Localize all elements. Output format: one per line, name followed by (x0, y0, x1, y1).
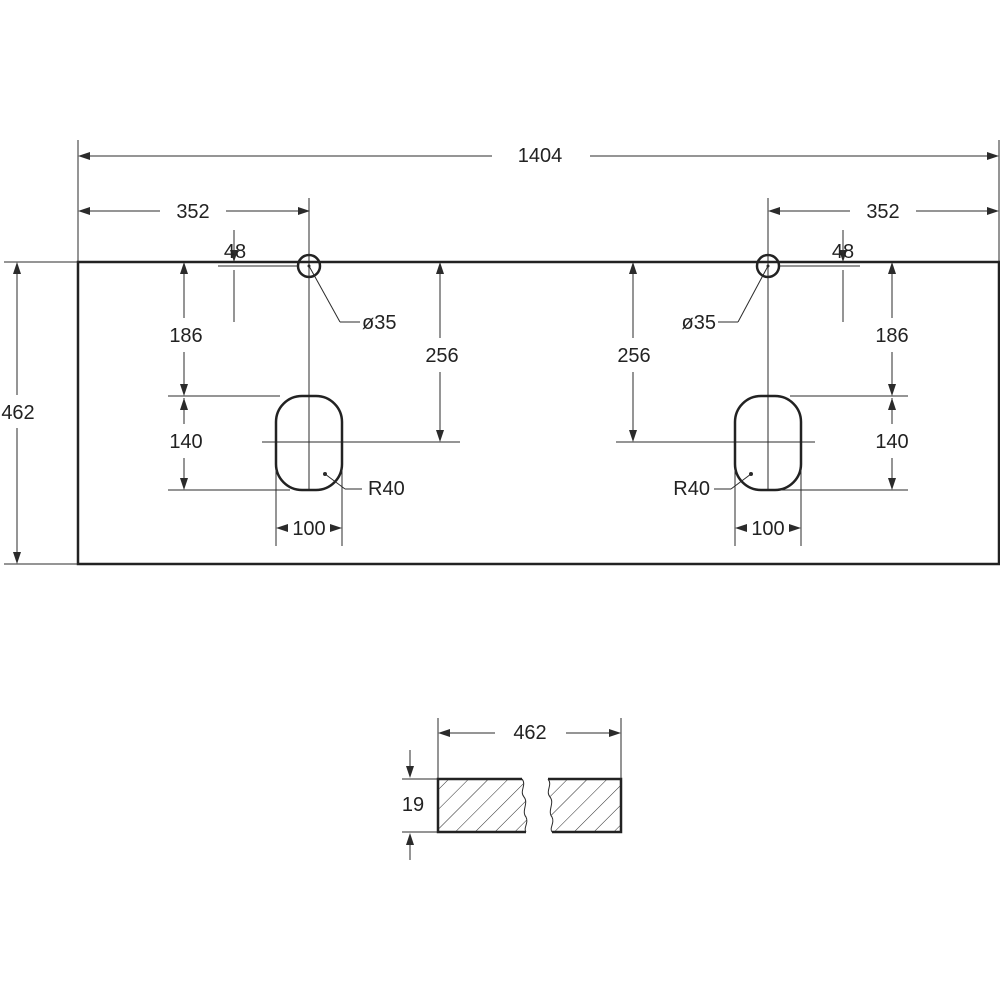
section-hatch-right (548, 779, 621, 832)
left-basin-depth-dimension: 140 (168, 398, 290, 491)
right-basin-width-dimension: 100 (734, 470, 802, 546)
right-tap-hole-edge-dimension: 48 (780, 230, 860, 322)
left-basin-radius-callout: R40 (323, 472, 405, 500)
section-hatch-left (438, 779, 527, 832)
left-basin-width-dimension: 100 (275, 470, 343, 546)
right-tap-offset-dimension: 352 (768, 201, 999, 223)
right-tap-offset-label: 352 (866, 201, 899, 223)
right-tap-hole-diameter-callout: ø35 (682, 265, 769, 334)
overall-depth-label: 462 (1, 402, 34, 424)
right-tap-hole-diameter-label: ø35 (682, 312, 716, 334)
left-basin-radius-label: R40 (368, 478, 405, 500)
right-basin-center-dimension: 256 (617, 262, 651, 442)
left-basin-depth-label: 140 (169, 431, 202, 453)
left-tap-offset-label: 352 (176, 201, 209, 223)
right-basin-depth-label: 140 (875, 431, 908, 453)
right-basin-edge-label: 186 (875, 325, 908, 347)
section-thickness-dimension: 19 (402, 750, 438, 860)
overall-width-label: 1404 (518, 145, 563, 167)
overall-width-dimension: 1404 (77, 140, 1000, 262)
section-thickness-label: 19 (402, 794, 424, 816)
left-tap-hole-diameter-label: ø35 (362, 312, 396, 334)
section-depth-label: 462 (513, 722, 546, 744)
right-basin-center-label: 256 (617, 345, 650, 367)
right-basin (733, 394, 803, 492)
left-tap-hole-edge-label: 48 (224, 241, 246, 263)
overall-depth-dimension: 462 (1, 261, 78, 565)
left-basin-edge-label: 186 (169, 325, 202, 347)
right-basin-group: 48 ø35 186 140 (616, 198, 909, 546)
left-basin-group: 48 ø35 186 140 (168, 198, 460, 546)
right-basin-width-label: 100 (751, 518, 784, 540)
left-basin (274, 394, 344, 492)
right-tap-hole-edge-label: 48 (832, 241, 854, 263)
left-basin-edge-dimension: 186 (168, 262, 280, 397)
left-basin-center-dimension: 256 (425, 262, 459, 442)
right-basin-edge-dimension: 186 (790, 262, 909, 397)
right-basin-radius-callout: R40 (673, 472, 753, 500)
left-basin-center-label: 256 (425, 345, 458, 367)
section-view: 462 19 (402, 718, 623, 860)
left-tap-hole-diameter-callout: ø35 (308, 265, 396, 334)
left-tap-offset-dimension: 352 (78, 201, 310, 223)
countertop-outline (76, 260, 1000, 566)
left-basin-width-label: 100 (292, 518, 325, 540)
right-basin-radius-label: R40 (673, 478, 710, 500)
left-tap-hole-edge-dimension: 48 (218, 230, 298, 322)
section-depth-dimension: 462 (437, 718, 622, 779)
